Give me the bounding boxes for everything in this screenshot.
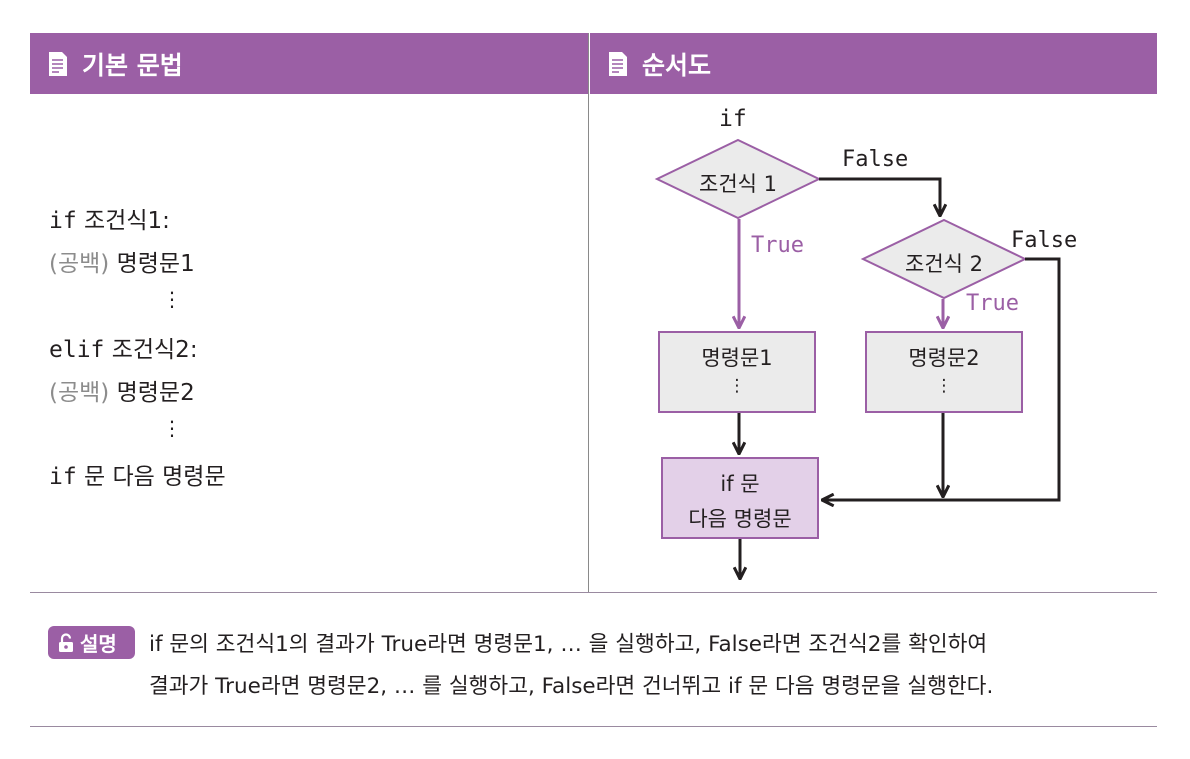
syntax-line-if: if 조건식1: <box>49 208 170 234</box>
condition1-label: 조건식 1 <box>699 172 777 196</box>
true2-label: True <box>966 291 1019 316</box>
next-statement-line1: if 문 <box>720 472 760 496</box>
section-divider <box>30 592 1157 593</box>
syntax-line-elif: elif 조건식2: <box>49 337 198 363</box>
statement2-label: 명령문2 <box>908 346 980 370</box>
syntax-ellipsis: ⋮ <box>162 416 182 440</box>
false1-arrow <box>819 177 940 216</box>
unlock-icon <box>59 632 73 652</box>
document-icon <box>49 51 67 76</box>
statement2-ellipsis: ⋮ <box>935 376 953 396</box>
syntax-header: 기본 문법 <box>30 33 588 94</box>
syntax-header-title: 기본 문법 <box>82 50 183 80</box>
statement1-box <box>658 331 816 413</box>
explanation-line2: 결과가 True라면 명령문2, … 를 실행하고, False라면 건너뛰고 … <box>149 674 994 699</box>
true1-label: True <box>751 233 804 258</box>
column-divider <box>588 33 589 592</box>
bottom-divider <box>30 726 1157 727</box>
explanation-badge: 설명 <box>48 626 135 659</box>
false2-arrow <box>822 257 1061 500</box>
syntax-line-next: if 문 다음 명령문 <box>49 464 226 490</box>
explanation-line1: if 문의 조건식1의 결과가 True라면 명령문1, … 을 실행하고, F… <box>149 632 988 657</box>
condition2-label: 조건식 2 <box>905 252 983 276</box>
next-statement-line2: 다음 명령문 <box>688 507 792 531</box>
syntax-line-stmt2: (공백) 명령문2 <box>49 380 195 406</box>
syntax-line-stmt1: (공백) 명령문1 <box>49 251 195 277</box>
next-statement-box <box>661 457 819 539</box>
flowchart-header: 순서도 <box>590 33 1157 94</box>
document-icon <box>609 51 627 76</box>
condition1-diamond <box>654 138 822 220</box>
statement2-box <box>865 331 1023 413</box>
flowchart-header-title: 순서도 <box>642 50 712 80</box>
syntax-ellipsis: ⋮ <box>162 287 182 311</box>
statement1-ellipsis: ⋮ <box>728 376 746 396</box>
false1-label: False <box>842 147 909 172</box>
condition2-diamond <box>860 218 1028 300</box>
statement1-label: 명령문1 <box>701 346 773 370</box>
false2-label: False <box>1011 228 1078 253</box>
if-label: if <box>719 106 747 132</box>
explanation-badge-label: 설명 <box>80 632 117 656</box>
